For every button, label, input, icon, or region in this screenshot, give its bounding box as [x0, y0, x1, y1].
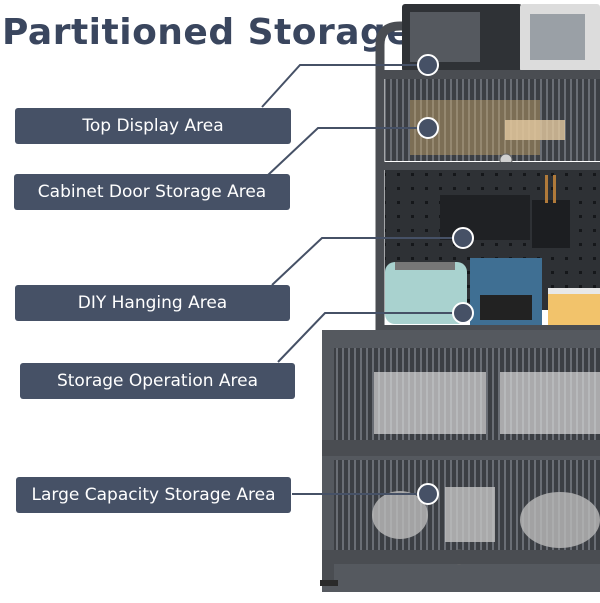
label-large-capacity-storage-area: Large Capacity Storage Area [16, 477, 291, 513]
kettle [372, 491, 428, 539]
label-top-display-area: Top Display Area [15, 108, 291, 144]
page-title: Partitioned Storage [2, 12, 412, 53]
callout-lines [261, 64, 463, 495]
pot [445, 487, 495, 542]
frame-arch [375, 21, 410, 330]
label-storage-operation-area: Storage Operation Area [20, 363, 295, 399]
rice-cooker [520, 492, 600, 548]
toaster [385, 262, 467, 324]
label-diy-hanging-area: DIY Hanging Area [15, 285, 290, 321]
inner-microwave [374, 372, 486, 434]
utensil-holder [532, 200, 570, 248]
callout-markers [417, 54, 474, 505]
plates-stack [548, 290, 600, 330]
label-cabinet-door-storage-area: Cabinet Door Storage Area [14, 174, 290, 210]
